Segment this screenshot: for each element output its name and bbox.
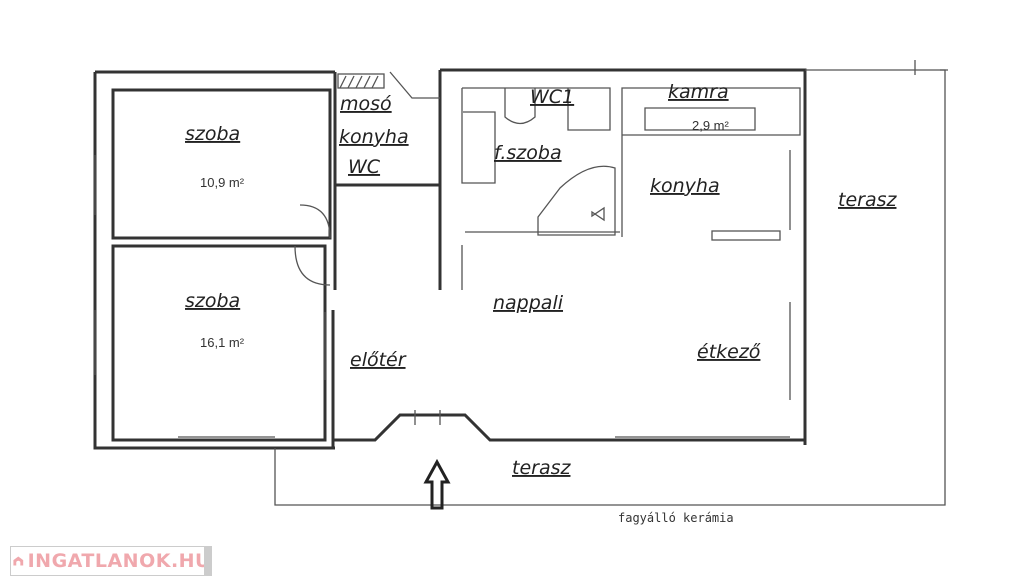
room-label-kamra: kamra <box>668 81 729 103</box>
room-label-szoba-2: szoba <box>185 290 240 312</box>
logo-edge <box>204 547 211 575</box>
room-label-wc1: WC1 <box>530 86 574 108</box>
floor-note: fagyálló kerámia <box>618 511 734 525</box>
room-label-moso: mosó <box>340 93 392 115</box>
room-label-terasz-front: terasz <box>512 457 571 479</box>
room-area-kamra: 2,9 m² <box>692 118 730 133</box>
room-label-etkezo: étkező <box>697 341 761 363</box>
watermark-logo: INGATLANOK.HU <box>10 546 212 576</box>
room-label-furdoszoba: f.szoba <box>494 142 562 164</box>
room-label-terasz-right: terasz <box>838 189 897 211</box>
room-label-moso-wc: WC <box>348 156 381 178</box>
room-label-moso-konyha: konyha <box>339 126 409 148</box>
room-label-eloter: előtér <box>350 349 407 371</box>
room-label-nappali: nappali <box>493 292 564 314</box>
watermark-text: INGATLANOK.HU <box>27 550 211 572</box>
room-area-szoba-1: 10,9 m² <box>200 175 245 190</box>
room-area-szoba-2: 16,1 m² <box>200 335 245 350</box>
house-icon <box>13 556 24 566</box>
up-arrow-icon <box>423 458 451 510</box>
walls <box>93 60 948 506</box>
room-label-konyha: konyha <box>650 175 720 197</box>
room-label-szoba-1: szoba <box>185 123 240 145</box>
